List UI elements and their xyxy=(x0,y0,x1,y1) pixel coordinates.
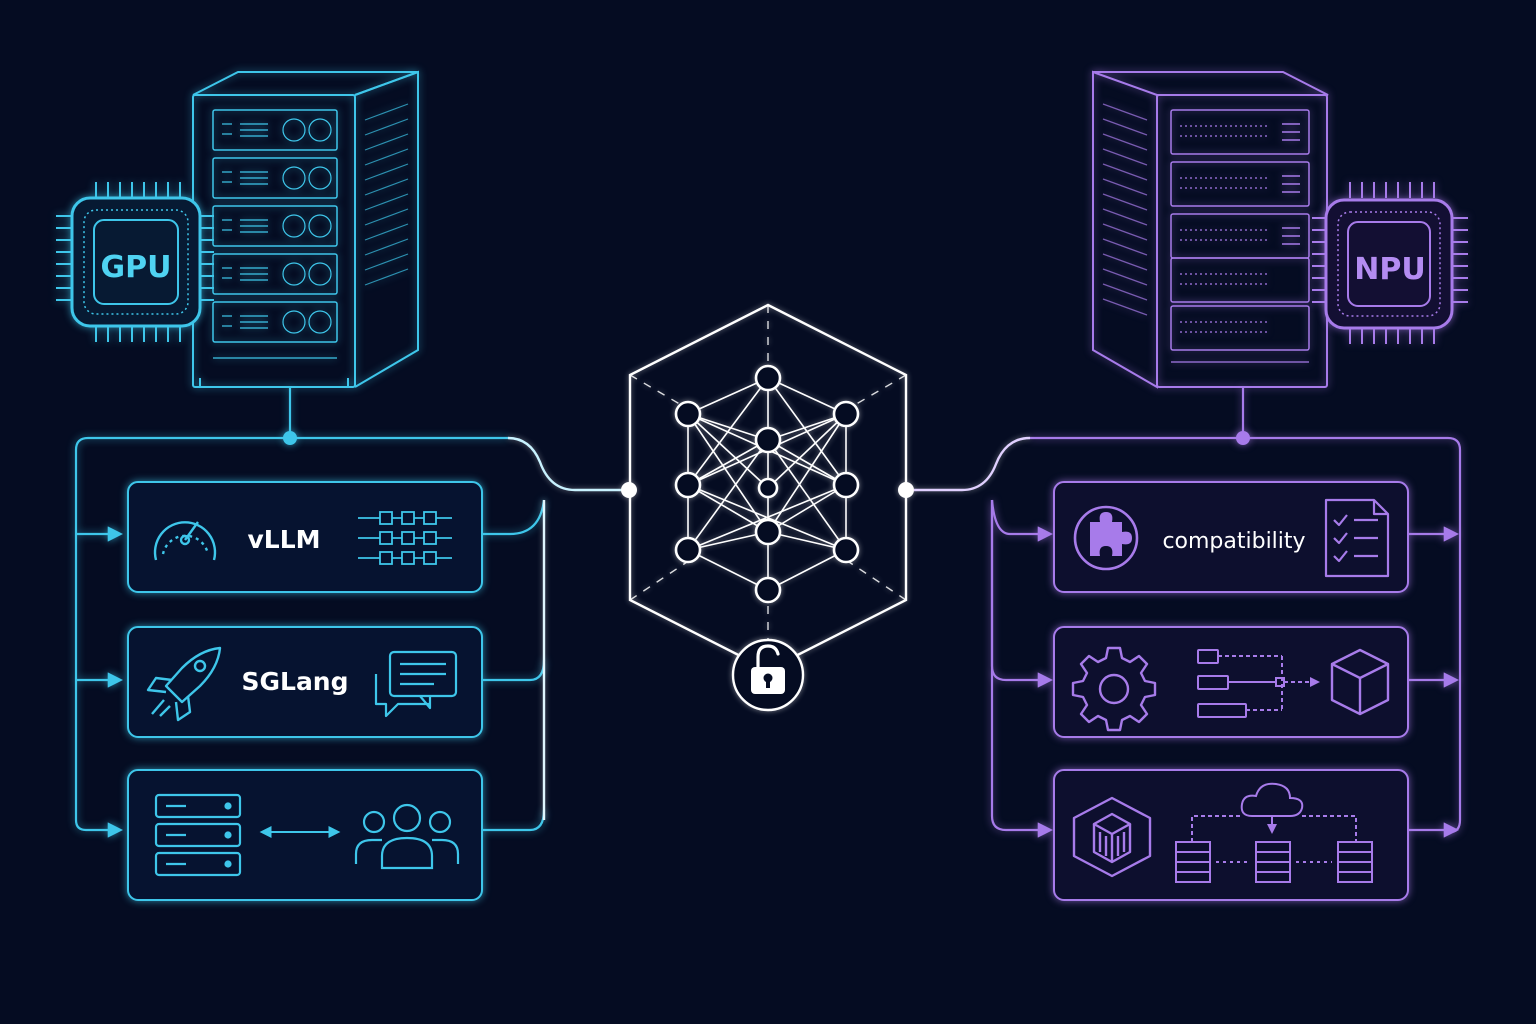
gpu-junction-dot xyxy=(283,431,297,445)
users-group-icon xyxy=(354,803,460,870)
npu-connector-lines xyxy=(990,387,1462,838)
gpu-card-label-vllm: vLLM xyxy=(247,525,320,554)
server-stack-icon xyxy=(154,793,242,877)
flow-diagram-icon xyxy=(1197,649,1320,718)
unlocked-padlock-icon xyxy=(731,638,805,712)
gpu-to-core-link xyxy=(507,436,622,820)
chat-bubbles-icon xyxy=(374,650,458,718)
npu-card-pipeline[interactable] xyxy=(1053,626,1409,738)
gpu-card-scaling[interactable] xyxy=(127,769,483,901)
gpu-card-vllm[interactable]: vLLM xyxy=(127,481,483,593)
npu-card-label-compatibility: compatibility xyxy=(1162,529,1305,554)
npu-server-rack xyxy=(1092,70,1329,389)
npu-chip: NPU xyxy=(1312,182,1468,344)
gpu-chip-label: GPU xyxy=(101,250,172,285)
gpu-connector-lines xyxy=(74,387,546,838)
npu-chip-label: NPU xyxy=(1354,252,1425,287)
gpu-chip: GPU xyxy=(56,182,214,342)
container-hexagon-icon xyxy=(1072,796,1152,878)
neural-network-hexagon-icon xyxy=(621,303,914,672)
npu-card-compatibility[interactable]: compatibility xyxy=(1053,481,1409,593)
batch-grid-icon xyxy=(358,511,452,565)
gpu-card-sglang[interactable]: SGLang xyxy=(127,626,483,738)
cube-icon xyxy=(1330,648,1390,716)
cloud-distribution-icon xyxy=(1175,782,1373,883)
npu-junction-dot xyxy=(1236,431,1250,445)
gear-icon xyxy=(1071,646,1157,732)
speedometer-icon xyxy=(153,521,217,561)
rocket-icon xyxy=(146,646,222,722)
npu-card-deployment[interactable] xyxy=(1053,769,1409,901)
checklist-document-icon xyxy=(1324,498,1390,578)
gpu-server-rack xyxy=(192,70,419,388)
puzzle-icon xyxy=(1073,505,1139,571)
core-to-npu-link xyxy=(914,436,1031,492)
gpu-card-label-sglang: SGLang xyxy=(241,667,348,696)
